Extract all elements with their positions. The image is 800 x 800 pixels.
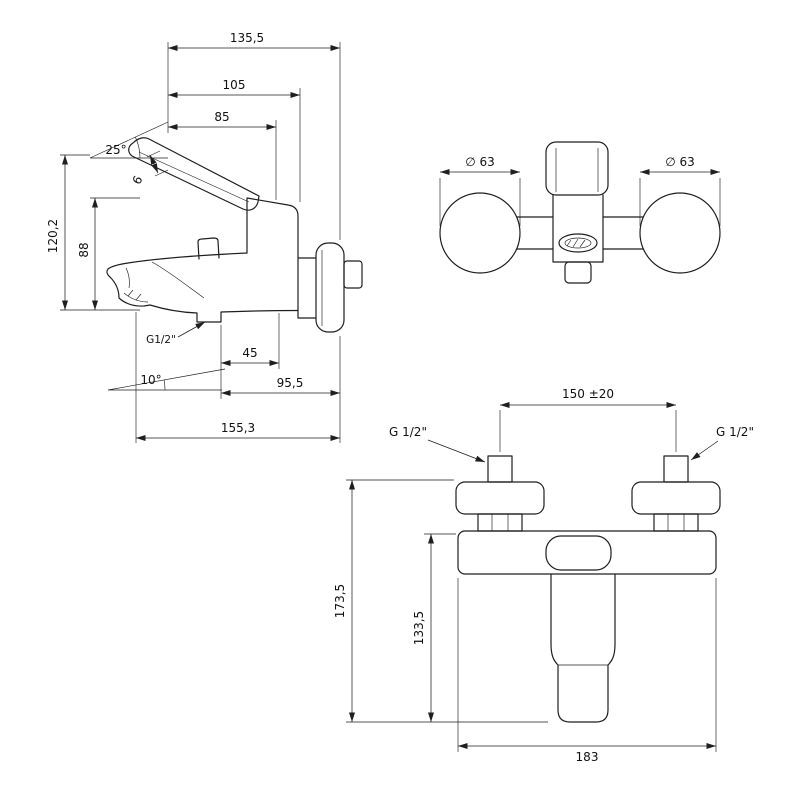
spout-tip-line: [125, 267, 130, 289]
diverter-knob-outline: [197, 237, 220, 260]
handle-outline: [128, 137, 260, 211]
dim-label-6: 6: [129, 173, 145, 186]
spout-flow-line: [151, 261, 205, 299]
angle-label-10: 10°: [140, 373, 161, 387]
connecting-bar-lines: [516, 216, 644, 250]
handle-front-outline: [545, 535, 612, 571]
ext-lines-front: [346, 410, 717, 752]
wall-connector-outline: [297, 257, 317, 319]
dim-label-85: 85: [214, 110, 229, 124]
handle-back-outline: [545, 141, 609, 196]
crossbar-body: [457, 530, 717, 575]
angle-10-arc: [163, 380, 166, 391]
body-outline: [246, 197, 299, 312]
wall-nipple: [343, 260, 363, 289]
spout-outline: [106, 252, 299, 323]
outlet-stub-back: [564, 261, 592, 284]
dim-label-183: 183: [576, 750, 599, 764]
dia-label-right: ∅ 63: [665, 155, 695, 169]
dim-label-155-3: 155,3: [221, 421, 255, 435]
front-view-outlines: [455, 455, 721, 723]
right-flange: [631, 481, 721, 515]
right-nut: [653, 513, 699, 532]
dim-label-95-5: 95,5: [277, 376, 304, 390]
angle-label-25: 25°: [105, 143, 126, 157]
spout-hatch: [127, 289, 142, 301]
dim-label-150: 150 ±20: [562, 387, 614, 401]
thread-leader-left: [427, 439, 486, 463]
left-inlet-stub: [487, 455, 513, 483]
side-view-dimensions: 135,5 105 85 25° 6 120,2 88 G1/2" 45 10°…: [46, 31, 341, 443]
spout-front-outline: [550, 573, 616, 723]
side-view-outlines: [106, 137, 363, 333]
dim-6-ext-lines: [146, 150, 169, 177]
wall-flange-disc: [315, 242, 345, 333]
handle-inner-line: [138, 151, 250, 203]
right-rosette-circle: [639, 192, 721, 274]
dim-label-135-5: 135,5: [230, 31, 264, 45]
thread-label-front-left: G 1/2": [389, 425, 427, 439]
left-nut: [477, 513, 523, 532]
ext-lines-back: [439, 178, 721, 226]
spout-mouth-line: [123, 292, 149, 303]
left-flange: [455, 481, 545, 515]
handle-back-inner-lines: [555, 148, 599, 192]
side-view: 135,5 105 85 25° 6 120,2 88 G1/2" 45 10°…: [46, 31, 363, 443]
thread-leader-right: [690, 440, 719, 461]
dia-label-left: ∅ 63: [465, 155, 495, 169]
aerator-inner-ellipse: [564, 237, 592, 249]
back-view: ∅ 63 ∅ 63: [439, 141, 721, 284]
angle-25-arc: [135, 136, 141, 159]
left-nut-facets: [491, 514, 509, 531]
dim-line-6: [149, 154, 159, 174]
angle-10-lines: [107, 368, 226, 391]
dim-label-173-5: 173,5: [333, 584, 347, 618]
dim-label-120-2: 120,2: [46, 219, 60, 253]
front-view-dimensions: 150 ±20 G 1/2" G 1/2" 173,5 133,5 183: [333, 387, 754, 764]
thread-label-side: G1/2": [146, 334, 176, 346]
dim-label-105: 105: [223, 78, 246, 92]
dim-label-45: 45: [242, 346, 257, 360]
dim-label-88: 88: [77, 242, 91, 257]
left-rosette-circle: [439, 192, 521, 274]
thread-leader-line: [177, 321, 206, 338]
thread-label-front-right: G 1/2": [716, 425, 754, 439]
dim-label-133-5: 133,5: [412, 611, 426, 645]
right-nut-facets: [667, 514, 685, 531]
back-view-dimensions: ∅ 63 ∅ 63: [439, 155, 721, 226]
aerator-hatch: [566, 238, 586, 248]
aerator-outer-ellipse: [558, 233, 598, 253]
back-view-outlines: [439, 141, 721, 284]
front-view: 150 ±20 G 1/2" G 1/2" 173,5 133,5 183: [333, 387, 754, 764]
right-inlet-stub: [663, 455, 689, 483]
